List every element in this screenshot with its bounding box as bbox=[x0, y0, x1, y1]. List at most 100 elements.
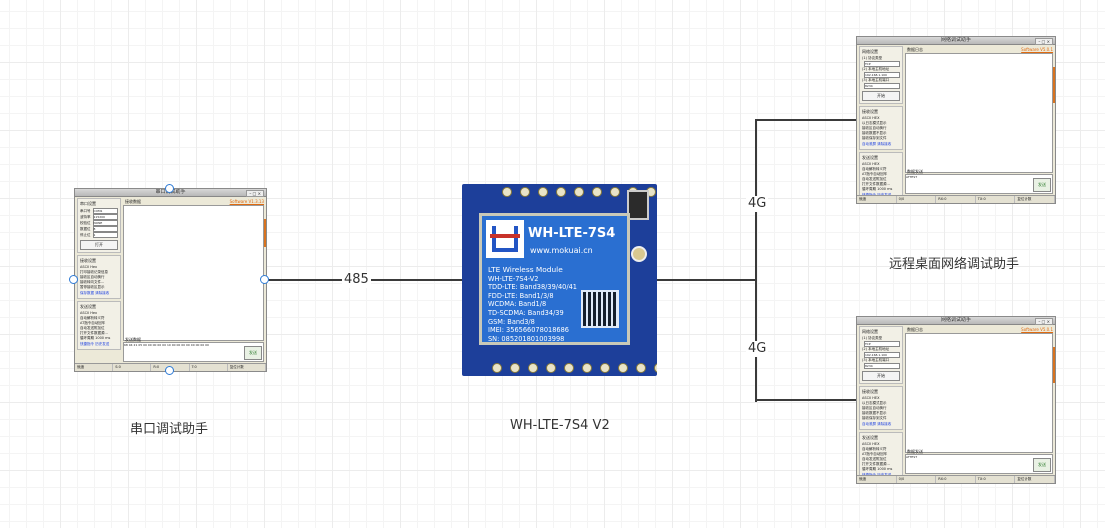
recv-tab[interactable]: 数据日志 bbox=[907, 47, 923, 52]
local-port-input[interactable]: 8234 bbox=[864, 83, 900, 89]
window-controls[interactable]: – □ × bbox=[246, 190, 264, 197]
scrollbar[interactable] bbox=[1053, 347, 1055, 383]
recv-option[interactable]: 接收保存到文件 bbox=[862, 416, 887, 420]
version-link[interactable]: Software V1.3.13 bbox=[229, 199, 264, 204]
protocol-select[interactable]: TCP bbox=[864, 341, 900, 347]
autoscroll-link[interactable]: 自动滚屏 bbox=[862, 142, 876, 146]
recv-option[interactable]: 接收数据不显示 bbox=[862, 131, 887, 135]
recv-option[interactable]: 接收区自动换行 bbox=[862, 126, 887, 130]
send-option[interactable]: 自动解析转义符 bbox=[80, 316, 105, 320]
send-option[interactable]: 循环周期 1000 ms bbox=[862, 187, 893, 191]
parity-select[interactable]: NONE bbox=[92, 220, 118, 226]
selection-handle-right[interactable] bbox=[260, 275, 269, 284]
selection-handle-bottom[interactable] bbox=[165, 366, 174, 375]
recv-option[interactable]: 接收保存到文件 bbox=[862, 136, 887, 140]
clear-recv-link[interactable]: 清除接收 bbox=[877, 142, 892, 146]
start-button[interactable]: 开始 bbox=[862, 371, 900, 381]
send-option[interactable]: 循环周期 1000 ms bbox=[80, 336, 111, 340]
send-option[interactable]: 打开文件数据源... bbox=[862, 462, 890, 466]
send-tab[interactable]: 发送数据 bbox=[125, 337, 141, 342]
open-port-button[interactable]: 打开 bbox=[80, 240, 118, 250]
recv-option[interactable]: 以日志模式显示 bbox=[862, 121, 887, 125]
clear-recv-link[interactable]: 清除接收 bbox=[95, 291, 110, 295]
reset-count-button[interactable]: 复位计数 bbox=[1015, 196, 1055, 203]
send-option[interactable]: AT指令自动回车 bbox=[80, 321, 106, 325]
send-option[interactable]: AT指令自动回车 bbox=[862, 452, 888, 456]
lte-module-board[interactable]: WH-LTE-7S4 www.mokuai.cn LTE Wireless Mo… bbox=[462, 184, 657, 376]
status-rx: RX:0 bbox=[936, 196, 976, 203]
send-option[interactable]: 循环周期 1000 ms bbox=[862, 467, 893, 471]
window-titlebar[interactable]: 网络调试助手 – □ × bbox=[857, 317, 1055, 325]
recv-option[interactable]: 接收区自动换行 bbox=[862, 406, 887, 410]
recv-option[interactable]: ASCII HEX bbox=[862, 396, 880, 400]
imei: IMEI: 356566078018686 bbox=[488, 326, 569, 335]
local-port-input[interactable]: 8234 bbox=[864, 363, 900, 369]
send-input[interactable]: ATTEST bbox=[905, 174, 1053, 194]
baud-select[interactable]: 115200 bbox=[92, 214, 118, 220]
start-button[interactable]: 开始 bbox=[862, 91, 900, 101]
send-option[interactable]: ASCII HEX bbox=[862, 442, 880, 446]
window-controls[interactable]: – □ × bbox=[1035, 38, 1053, 45]
recv-option[interactable]: 以日志模式显示 bbox=[862, 401, 887, 405]
version-link[interactable]: Software V5.0.1 bbox=[1021, 327, 1053, 332]
send-option[interactable]: 打开文件数据源... bbox=[862, 182, 890, 186]
scrollbar[interactable] bbox=[1053, 67, 1055, 103]
recv-tab[interactable]: 数据日志 bbox=[907, 327, 923, 332]
field-label: (3) 本地主机端口 bbox=[862, 78, 890, 82]
send-option[interactable]: 自动发送附加位 bbox=[862, 457, 887, 461]
recv-option[interactable]: ASCII Hex bbox=[80, 265, 98, 269]
local-ip-select[interactable]: 192.168.1.100 bbox=[864, 352, 900, 358]
version-link[interactable]: Software V5.0.1 bbox=[1021, 47, 1053, 52]
shortcut-link[interactable]: 快捷指令 bbox=[80, 342, 94, 346]
clear-recv-link[interactable]: 清除接收 bbox=[877, 422, 892, 426]
window-titlebar[interactable]: 网络调试助手 – □ × bbox=[857, 37, 1055, 45]
network-tool-window-bottom[interactable]: 网络调试助手 – □ × 网络设置 (1) 协议类型 TCP (2) 本地主机地… bbox=[856, 316, 1056, 484]
send-option[interactable]: 自动解析转义符 bbox=[862, 167, 887, 171]
recv-tab[interactable]: 接收数据 bbox=[125, 199, 141, 204]
receive-area[interactable] bbox=[905, 333, 1053, 453]
recv-option[interactable]: 接收数据不显示 bbox=[862, 411, 887, 415]
send-option[interactable]: 自动发送附加位 bbox=[80, 326, 105, 330]
receive-area[interactable] bbox=[123, 205, 264, 341]
send-option[interactable]: 自动发送附加位 bbox=[862, 177, 887, 181]
databits-select[interactable]: 8 bbox=[92, 226, 118, 232]
save-data-link[interactable]: 保存数据 bbox=[80, 291, 94, 295]
stopbits-select[interactable]: 1 bbox=[92, 232, 118, 238]
receive-area[interactable] bbox=[905, 53, 1053, 173]
autoscroll-link[interactable]: 自动滚屏 bbox=[862, 422, 876, 426]
scrollbar[interactable] bbox=[264, 219, 266, 247]
local-ip-select[interactable]: 192.168.1.100 bbox=[864, 72, 900, 78]
send-input[interactable]: ATTEST bbox=[905, 454, 1053, 474]
status-ready: 就绪 bbox=[857, 196, 897, 203]
selection-handle-top[interactable] bbox=[165, 184, 174, 193]
module-caption: WH-LTE-7S4 V2 bbox=[510, 418, 610, 433]
recv-option[interactable]: 接收区自动换行 bbox=[80, 275, 105, 279]
header-pins-bottom bbox=[492, 363, 657, 373]
reset-count-button[interactable]: 复位计数 bbox=[1015, 476, 1055, 483]
send-option[interactable]: AT指令自动回车 bbox=[862, 172, 888, 176]
window-controls[interactable]: – □ × bbox=[1035, 318, 1053, 325]
protocol-select[interactable]: TCP bbox=[864, 61, 900, 67]
send-option[interactable]: 自动解析转义符 bbox=[862, 447, 887, 451]
reset-count-button[interactable]: 复位计数 bbox=[228, 364, 266, 371]
field-label: (1) 协议类型 bbox=[862, 336, 883, 340]
history-link[interactable]: 历史发送 bbox=[95, 342, 110, 346]
send-option[interactable]: 打开文件数据源... bbox=[80, 331, 108, 335]
send-settings-group: 发送设置 ASCII HEX 自动解析转义符 AT指令自动回车 自动发送附加位 … bbox=[859, 432, 903, 481]
send-option[interactable]: ASCII Hex bbox=[80, 311, 98, 315]
recv-option[interactable]: 打印接收记录信息 bbox=[80, 270, 108, 274]
recv-option[interactable]: 暂停接收区显示 bbox=[80, 285, 105, 289]
send-button[interactable]: 发送 bbox=[244, 346, 262, 360]
port-select[interactable]: COM1 bbox=[92, 208, 118, 214]
recv-option[interactable]: 接收转向文件... bbox=[80, 280, 105, 284]
network-tool-window-top[interactable]: 网络调试助手 – □ × 网络设置 (1) 协议类型 TCP (2) 本地主机地… bbox=[856, 36, 1056, 204]
send-tab[interactable]: 数据发送 bbox=[907, 169, 923, 174]
send-input[interactable]: 68 04 21 05 00 00 00 00 00 10 00 00 00 0… bbox=[123, 342, 264, 362]
send-option[interactable]: ASCII HEX bbox=[862, 162, 880, 166]
recv-option[interactable]: ASCII HEX bbox=[862, 116, 880, 120]
send-tab[interactable]: 数据发送 bbox=[907, 449, 923, 454]
send-button[interactable]: 发送 bbox=[1033, 178, 1051, 192]
selection-handle-left[interactable] bbox=[69, 275, 78, 284]
send-button[interactable]: 发送 bbox=[1033, 458, 1051, 472]
